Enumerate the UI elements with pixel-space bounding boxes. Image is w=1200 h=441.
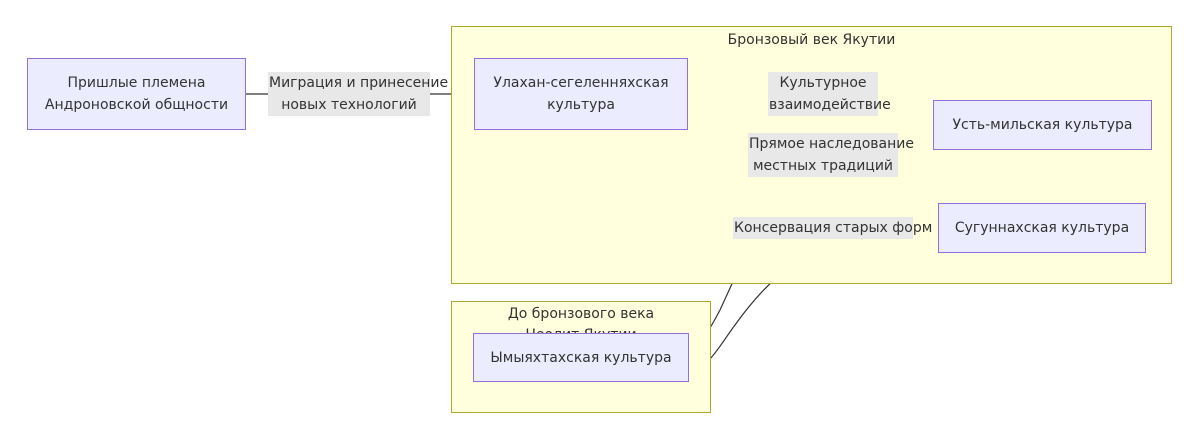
- edge-label-inheritance-line1: Прямое наследование: [749, 136, 914, 152]
- node-ymyyakhtakh-culture: Ымыяхтахская культура: [473, 333, 689, 382]
- edge-label-migration: Миграция и принесение новых технологий: [268, 72, 449, 116]
- edge-label-inheritance-line2: местных традиций: [752, 158, 894, 174]
- edge-label-interaction-line1: Культурное: [779, 75, 867, 91]
- cluster-bronze-age-title: Бронзовый век Якутии: [727, 32, 896, 48]
- edge-label-migration-line1: Миграция и принесение: [269, 75, 449, 91]
- node-andronovo-tribes: Пришлые племена Андроновской общности: [27, 58, 246, 130]
- node-ulakhan-culture: Улахан-сегеленняхская культура: [474, 58, 688, 130]
- node-ust-mil-label: Усть-мильская культура: [952, 117, 1133, 133]
- edge-label-migration-line2: новых технологий: [281, 97, 417, 113]
- node-sugunnakh-label: Сугуннахская культура: [954, 220, 1130, 236]
- edge-label-interaction-line2: взаимодействие: [769, 97, 891, 113]
- node-andronovo-line2: Андроновской общности: [44, 97, 229, 113]
- edge-label-conservation-text: Консервация старых форм: [734, 220, 933, 236]
- node-ymyyakhtakh-label: Ымыяхтахская культура: [490, 349, 672, 366]
- edge-label-conservation: Консервация старых форм: [733, 217, 932, 239]
- edge-label-inheritance: Прямое наследование местных традиций: [748, 133, 914, 177]
- cluster-pre-bronze-title: До бронзового века: [507, 306, 655, 322]
- node-ulakhan-line1: Улахан-сегеленняхская: [493, 75, 669, 91]
- edge-label-interaction: Культурное взаимодействие: [768, 72, 891, 116]
- node-andronovo-line1: Пришлые племена: [67, 75, 206, 91]
- node-ulakhan-line2: культура: [547, 97, 615, 113]
- node-sugunnakh-culture: Сугуннахская культура: [938, 203, 1146, 253]
- node-ust-mil-culture: Усть-мильская культура: [933, 100, 1152, 150]
